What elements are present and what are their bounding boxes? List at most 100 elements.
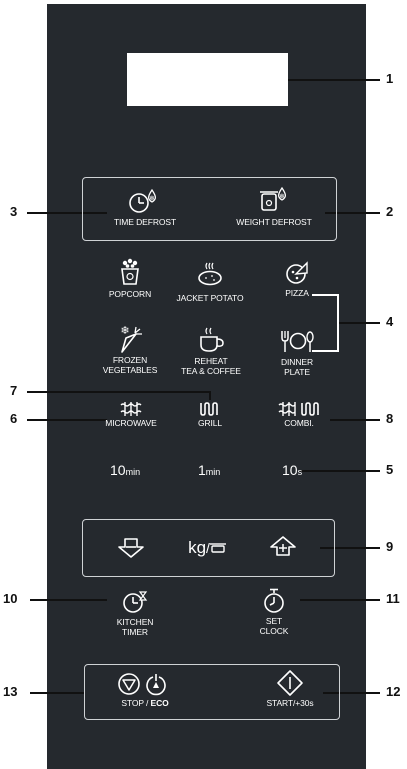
- one-minute-value: 1: [198, 462, 206, 478]
- up-arrow-icon: [270, 536, 296, 556]
- callout-line-5: [300, 470, 380, 472]
- svg-text:❄: ❄: [120, 324, 129, 337]
- start-button[interactable]: START/+30s: [262, 670, 318, 708]
- microwave-button[interactable]: MICROWAVE: [96, 402, 166, 428]
- callout-number-12: 12: [386, 684, 401, 699]
- dinner-plate-label-line1: DINNER: [281, 357, 313, 367]
- weight-defrost-label: WEIGHT DEFROST: [236, 217, 312, 227]
- callout-line-2: [325, 212, 380, 214]
- kg-weight-button[interactable]: kg/: [182, 538, 232, 560]
- callout-line-7: [27, 391, 211, 393]
- dinner-plate-icon: [281, 331, 314, 352]
- callout-line-7-drop: [209, 391, 211, 400]
- kg-label: kg: [188, 538, 207, 557]
- one-minute-unit: min: [205, 467, 221, 477]
- grill-button[interactable]: GRILL: [186, 402, 234, 428]
- pizza-button[interactable]: PIZZA: [272, 259, 322, 298]
- popcorn-icon: [121, 258, 139, 285]
- callout-line-1: [288, 79, 380, 81]
- dinner-plate-label-line2: PLATE: [284, 367, 310, 377]
- ten-minutes-unit: min: [125, 467, 141, 477]
- stop-eco-separator: /: [143, 698, 151, 708]
- popcorn-button[interactable]: POPCORN: [100, 258, 160, 299]
- frozen-vegetables-button[interactable]: ❄ FROZEN VEGETABLES: [92, 324, 168, 375]
- stop-eco-icon: [118, 673, 166, 696]
- set-clock-label-line1: SET: [265, 616, 283, 626]
- time-defrost-label: TIME DEFROST: [113, 217, 177, 227]
- callout-line-13: [30, 692, 85, 694]
- callout-number-8: 8: [386, 411, 394, 426]
- callout-line-6: [27, 419, 107, 421]
- ten-seconds-value: 10: [282, 462, 298, 478]
- callout-line-4: [339, 322, 380, 324]
- microwave-label: MICROWAVE: [105, 418, 157, 428]
- callout-number-10: 10: [3, 591, 18, 606]
- one-minute-button[interactable]: 1min: [198, 462, 220, 478]
- combi-icon: [278, 402, 319, 416]
- increase-button[interactable]: [268, 535, 298, 559]
- time-defrost-icon: ❄: [129, 188, 157, 213]
- weight-defrost-button[interactable]: ❄ WEIGHT DEFROST: [228, 186, 320, 227]
- eco-label: ECO: [150, 698, 169, 708]
- time-defrost-button[interactable]: ❄ TIME DEFROST: [100, 188, 190, 227]
- ten-minutes-button[interactable]: 10min: [110, 462, 140, 478]
- clock-icon: [264, 588, 284, 613]
- reheat-label-line1: REHEAT: [194, 356, 228, 366]
- svg-text:❄: ❄: [279, 193, 285, 201]
- defrost-group: [82, 177, 337, 241]
- auto-cook-bracket: [312, 294, 339, 352]
- scale-icon: [209, 543, 226, 553]
- reheat-label-line2: TEA & COFFEE: [181, 366, 241, 376]
- frozen-vegetables-label-line1: FROZEN: [112, 355, 148, 365]
- callout-line-9: [320, 547, 380, 549]
- callout-number-3: 3: [10, 204, 18, 219]
- combi-button[interactable]: COMBI.: [268, 402, 330, 428]
- kitchen-timer-button[interactable]: KITCHEN TIMER: [110, 590, 160, 637]
- popcorn-label: POPCORN: [108, 289, 152, 299]
- callout-number-4: 4: [386, 314, 394, 329]
- callout-number-13: 13: [3, 684, 18, 699]
- jacket-potato-label: JACKET POTATO: [176, 293, 244, 303]
- weight-slash: /: [206, 540, 210, 556]
- jacket-potato-button[interactable]: JACKET POTATO: [170, 262, 250, 303]
- callout-line-11: [300, 599, 380, 601]
- stop-eco-button[interactable]: STOP / ECO: [100, 672, 190, 708]
- kitchen-timer-label-line1: KITCHEN: [116, 617, 154, 627]
- pizza-label: PIZZA: [285, 288, 309, 298]
- frozen-vegetables-label-line2: VEGETABLES: [102, 365, 158, 375]
- display-window: [127, 53, 288, 106]
- reheat-tea-coffee-icon: [200, 327, 224, 352]
- callout-number-1: 1: [386, 71, 394, 86]
- callout-number-7: 7: [10, 383, 18, 398]
- microwave-icon: [120, 402, 142, 416]
- reheat-tea-coffee-button[interactable]: REHEAT TEA & COFFEE: [170, 327, 252, 376]
- start-icon: [277, 670, 303, 696]
- dinner-plate-button[interactable]: DINNER PLATE: [270, 329, 324, 377]
- ten-seconds-button[interactable]: 10s: [282, 462, 302, 478]
- stop-label: STOP: [121, 698, 144, 708]
- set-clock-button[interactable]: SET CLOCK: [252, 588, 296, 636]
- svg-text:❄: ❄: [149, 195, 155, 203]
- jacket-potato-icon: [198, 262, 222, 286]
- callout-number-2: 2: [386, 204, 394, 219]
- pizza-icon: [286, 261, 308, 284]
- callout-line-8: [330, 419, 380, 421]
- callout-number-9: 9: [386, 539, 394, 554]
- callout-number-11: 11: [386, 591, 400, 606]
- callout-number-6: 6: [10, 411, 18, 426]
- down-arrow-icon: [118, 538, 144, 558]
- decrease-button[interactable]: [116, 537, 146, 561]
- weight-defrost-icon: ❄: [260, 186, 287, 211]
- kitchen-timer-label-line2: TIMER: [122, 627, 148, 637]
- grill-icon: [200, 402, 218, 416]
- frozen-vegetables-icon: ❄: [120, 324, 142, 353]
- ten-minutes-value: 10: [110, 462, 126, 478]
- kitchen-timer-icon: [123, 591, 148, 613]
- callout-line-10: [30, 599, 107, 601]
- callout-number-5: 5: [386, 462, 394, 477]
- grill-label: GRILL: [197, 418, 223, 428]
- ten-seconds-unit: s: [297, 467, 303, 477]
- start-stop-group: [84, 664, 340, 720]
- weight-adjust-group: [82, 519, 335, 577]
- set-clock-label-line2: CLOCK: [259, 626, 289, 636]
